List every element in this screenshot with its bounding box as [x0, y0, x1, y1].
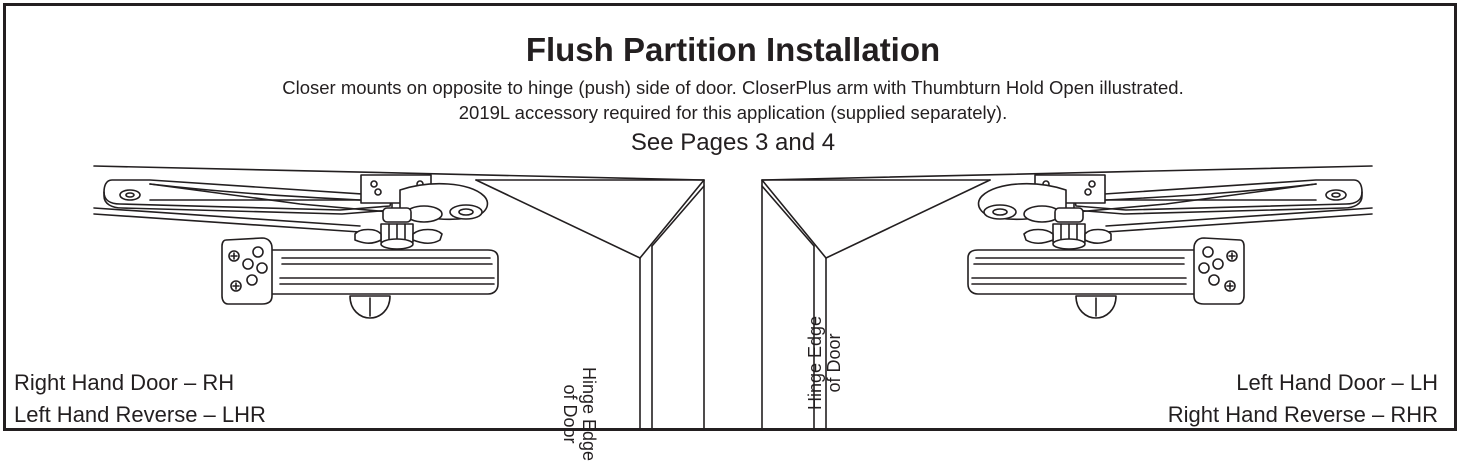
right-hinge-label-line1: Hinge Edge — [805, 315, 825, 410]
right-frame-lines — [761, 165, 1373, 431]
right-spindle — [1023, 207, 1112, 250]
left-hand-door-label: Left Hand Door – LH — [1236, 370, 1438, 395]
left-mounting-bracket — [360, 174, 489, 223]
right-hand-door-label: Right Hand Door – RH — [14, 370, 235, 395]
left-frame-lines — [93, 165, 705, 431]
mounting-note: Closer mounts on opposite to hinge (push… — [282, 77, 1184, 98]
left-closer-arm — [103, 179, 393, 215]
right-hinge-label-line2: of Door — [823, 333, 844, 393]
page-title: Flush Partition Installation — [525, 31, 941, 68]
diagram-frame — [3, 3, 1457, 431]
right-closer-arm — [1073, 179, 1363, 215]
right-mounting-bracket — [977, 174, 1106, 223]
left-closer-body — [221, 237, 499, 319]
left-hinge-label-line1: Hinge Edge — [579, 367, 599, 461]
right-hinge-edge-label: Hinge Edge of Door — [805, 315, 844, 410]
left-hinge-label-line2: of Door — [560, 384, 581, 444]
left-installation-drawing — [93, 165, 705, 431]
right-hand-reverse-label: Right Hand Reverse – RHR — [1167, 402, 1438, 427]
left-hand-reverse-label: Left Hand Reverse – LHR — [14, 402, 266, 427]
installation-drawing — [93, 165, 1373, 431]
left-spindle — [354, 207, 443, 250]
pages-reference: See Pages 3 and 4 — [630, 129, 836, 156]
left-hinge-edge-label: Hinge Edge of Door — [560, 367, 599, 461]
right-installation-drawing — [761, 165, 1373, 431]
right-closer-body — [967, 237, 1245, 319]
accessory-note: 2019L accessory required for this applic… — [458, 102, 1008, 123]
